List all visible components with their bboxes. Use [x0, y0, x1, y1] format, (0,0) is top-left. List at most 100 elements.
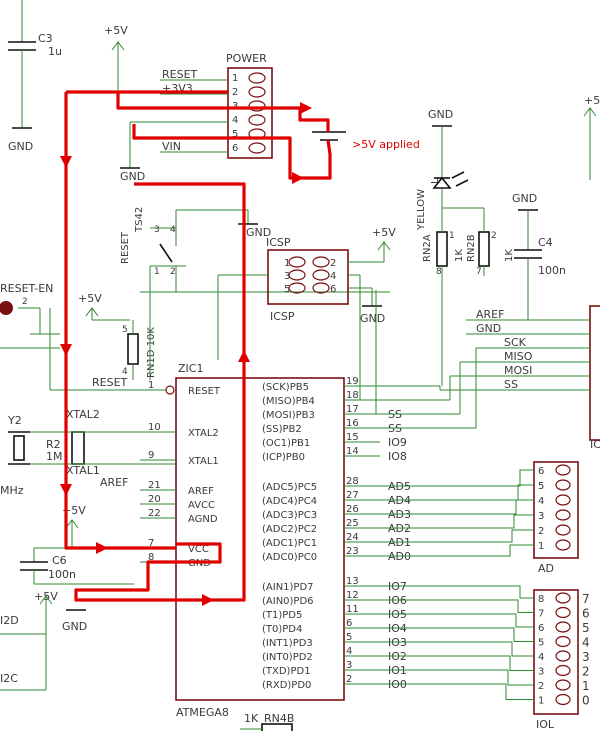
chip-right-pin-label: (INT0)PD2 — [262, 652, 313, 663]
chip-right-pin-num: 15 — [346, 432, 359, 443]
chip-right-pin-label: (T1)PD5 — [262, 610, 302, 621]
iol-wire — [380, 613, 534, 628]
chip-left-pin-label: XTAL2 — [188, 428, 219, 439]
chip-right-pin-num: 18 — [346, 390, 359, 401]
power-header-title: POWER — [226, 52, 267, 65]
flow-arrow-right — [292, 172, 304, 184]
icsp-vcc-label: +5V — [372, 226, 396, 239]
ad-pin-num: 5 — [538, 481, 544, 492]
ad-pin-num: 1 — [538, 541, 544, 552]
ts42-name-label: TS42 — [134, 207, 145, 233]
resistor-rn4b: 1K RN4B — [240, 712, 294, 731]
rn1d-label: RN1D 10K — [146, 327, 157, 378]
chip-left-pin-num: 7 — [148, 538, 154, 549]
flow-arrow-up — [238, 350, 250, 362]
ad-wire — [380, 484, 534, 501]
chip-left-pin-label: AREF — [188, 486, 214, 497]
c3-gnd-label: GND — [8, 140, 33, 153]
chip-right-pin-num: 4 — [346, 646, 352, 657]
iol-wire — [380, 655, 534, 671]
chip-right-pin-label: (MISO)PB4 — [262, 396, 315, 407]
xtal2-net-label: XTAL2 — [66, 408, 100, 421]
c4-value: 100n — [538, 264, 566, 277]
iol-pin — [555, 693, 571, 706]
chip-right-pin-label: (TXD)PD1 — [262, 666, 311, 677]
iol-wire — [380, 641, 534, 657]
icsp-title-top: ICSP — [266, 236, 291, 249]
ad-pin — [555, 524, 571, 536]
icsp-pin-num: 6 — [330, 284, 336, 295]
iol-wire — [380, 669, 534, 686]
power-vin-label: VIN — [162, 140, 181, 153]
ad-pin — [555, 494, 571, 506]
reset-enable: RESET-EN 2 — [0, 282, 60, 349]
rn2b-value: 1K — [504, 249, 515, 262]
led-color-label: YELLOW — [416, 189, 427, 231]
reset-net-label: RESET — [92, 376, 128, 389]
ts42-pin: 1 — [154, 267, 160, 277]
flow-arrow-down — [60, 156, 72, 168]
chip-right-pin-num: 17 — [346, 404, 359, 415]
ad-wire — [380, 529, 534, 543]
chip-right-pin-num: 23 — [346, 546, 359, 557]
chip-right-pin-label: (ADC4)PC4 — [262, 496, 317, 507]
power-gnd-label: GND — [120, 170, 145, 183]
chip-right-pin-label: (ICP)PB0 — [262, 452, 305, 463]
iol-wire — [380, 683, 534, 700]
chip-right-pin-label: (ADC3)PC3 — [262, 510, 317, 521]
iol-wire — [380, 599, 534, 613]
chip-left-pin-num: 20 — [148, 494, 161, 505]
power-pin-num: 1 — [232, 73, 238, 84]
bottom-vcc-label: +5V — [34, 590, 58, 603]
xtal1-net-label: XTAL1 — [66, 464, 100, 477]
icsp-pin-num: 2 — [330, 258, 336, 269]
rn2a-pin: 1 — [449, 231, 455, 241]
chip-left-pin-num: 1 — [148, 380, 154, 391]
rn2a-label: RN2A — [422, 234, 433, 262]
power-pin-num: 4 — [232, 115, 238, 126]
bus-aref-label: AREF — [476, 308, 504, 321]
chip-right-pin-label: (T0)PD4 — [262, 624, 302, 635]
chip-right-pin-num: 19 — [346, 376, 359, 387]
iol-pin-num: 4 — [538, 652, 544, 663]
chip-right-pin-num: 11 — [346, 604, 359, 615]
ts42-gnd-label: GND — [246, 226, 271, 239]
i2c-label: I2C — [0, 672, 18, 685]
ad-pin-num: 2 — [538, 526, 544, 537]
avcc-vcc-label: +5V — [62, 504, 86, 517]
chip-right-pin-num: 14 — [346, 446, 359, 457]
c3-label: C3 — [38, 32, 53, 45]
iol-wire — [380, 585, 534, 599]
reset-en-label: RESET-EN — [0, 282, 53, 295]
chip-right-pin-label: (INT1)PD3 — [262, 638, 313, 649]
rn1d-pin: 5 — [122, 325, 128, 335]
iol-pin-num: 8 — [538, 594, 544, 605]
bus-miso-label: MISO — [504, 350, 533, 363]
flow-arrow-right — [96, 542, 108, 554]
c6-and-vcc: +5V C6 100n +5V GND I2D I2C — [0, 504, 134, 691]
chip-right-pin-num: 3 — [346, 660, 352, 671]
chip-left-pin-num: 9 — [148, 450, 154, 461]
vcc-top-label: +5V — [104, 24, 128, 37]
chip-right-pin-num: 12 — [346, 590, 359, 601]
rn2b-pin: 2 — [491, 231, 497, 241]
ad-pin — [555, 479, 571, 491]
r2-label: R2 — [46, 438, 61, 451]
iol-pin — [555, 679, 571, 691]
chip-right-pin-label: (AIN1)PD7 — [262, 582, 314, 593]
ad-pin — [555, 464, 571, 476]
iol-digit-label: 2 — [582, 665, 590, 679]
chip-right-pin-label: (AIN0)PD6 — [262, 596, 314, 607]
chip-left-pin-label: VCC — [188, 544, 209, 555]
crystal-freq-label: MHz — [0, 484, 24, 497]
iol-pin — [555, 592, 571, 604]
power-header: POWER 1 2 3 4 5 6 RESET +3V3 VIN GND — [120, 52, 273, 183]
ts42-pin: 3 — [154, 225, 160, 235]
iol-pin-num: 7 — [538, 609, 544, 620]
iol-pin — [555, 606, 571, 619]
led-gnd-label: GND — [428, 108, 453, 121]
c6-value: 100n — [48, 568, 76, 581]
icsp-header: ICSP ICSP 1 3 5 2 4 6 +5V GND — [217, 226, 396, 360]
